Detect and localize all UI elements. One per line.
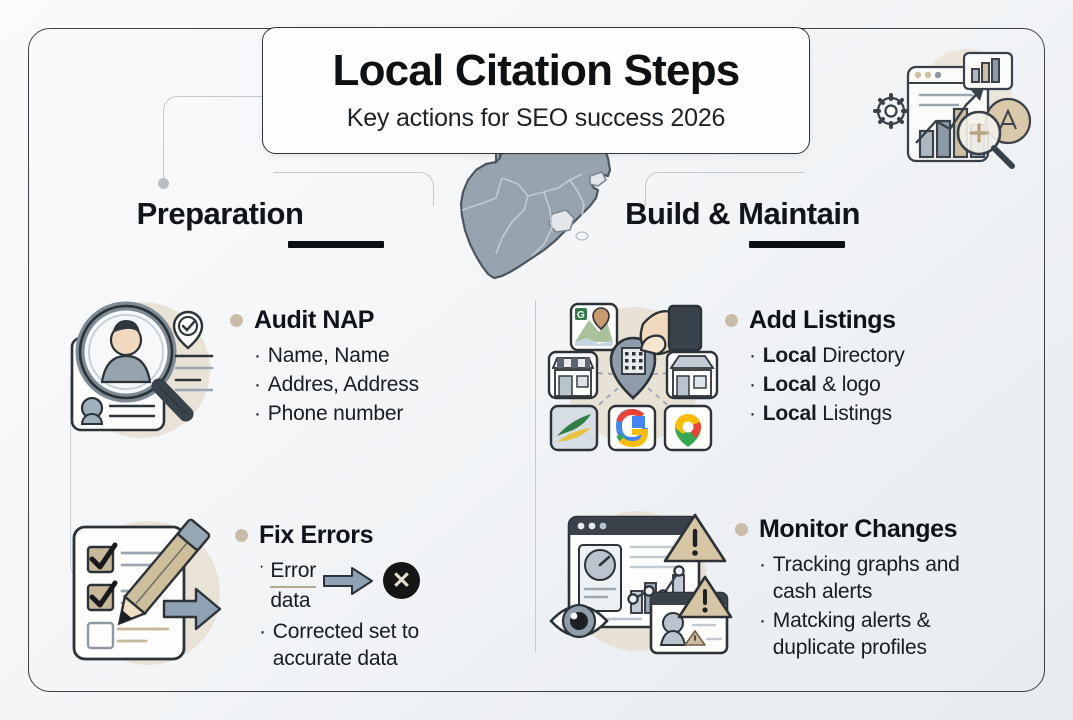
- list-item: · Matcking alerts & duplicate profiles: [759, 608, 973, 662]
- item-monitor-changes: Monitor Changes · Tracking graphs and ca…: [545, 499, 1045, 664]
- column-preparation: Preparation: [60, 196, 530, 680]
- bullet-list-audit-nap: · Name, Name · Addres, Address · Phone n…: [230, 343, 419, 428]
- bullet-text-strong: Local: [762, 344, 817, 367]
- bullet-text: Listings: [816, 401, 892, 425]
- bullet-text: Addres, Address: [267, 372, 419, 396]
- item-audit-nap: Audit NAP · Name, Name · Addres, Address…: [60, 290, 530, 455]
- page-subtitle: Key actions for SEO success 2026: [346, 103, 726, 132]
- item-title-add-listings: Add Listings: [749, 306, 896, 334]
- bullet-text: & logo: [816, 372, 881, 396]
- bullet-text: Name, Name: [267, 344, 390, 367]
- bullet-text-strong: Local: [762, 372, 817, 396]
- bullet-glyph: ·: [749, 372, 756, 396]
- page-title: Local Citation Steps: [332, 46, 741, 96]
- bullet-text: Corrected set to accurate data: [272, 619, 419, 670]
- bullet-text-error: Error: [270, 558, 316, 588]
- bullet-list-fix-errors: · Error data ✕: [235, 558, 483, 673]
- bullet-text: Tracking graphs and cash alerts: [772, 553, 960, 603]
- id-card-magnifier-icon: [60, 290, 230, 455]
- bullet-glyph: ·: [254, 344, 261, 367]
- error-x-icon: ✕: [383, 562, 420, 599]
- connector-heading-build: [645, 172, 805, 206]
- item-audit-nap-text: Audit NAP · Name, Name · Addres, Address…: [230, 290, 419, 428]
- bullet-glyph: ·: [259, 619, 266, 643]
- list-item: · Error data ✕: [259, 558, 483, 615]
- connector-endpoint-dot: [158, 178, 169, 189]
- bullet-text-data: data: [270, 588, 311, 612]
- item-monitor-changes-text: Monitor Changes · Tracking graphs and ca…: [735, 499, 973, 662]
- bullet-glyph: ·: [254, 401, 261, 425]
- list-item: · Tracking graphs and cash alerts: [759, 552, 973, 606]
- svg-text:G: G: [577, 310, 585, 321]
- item-title-monitor-changes: Monitor Changes: [759, 515, 958, 543]
- analytics-growth-icon: [866, 33, 1046, 173]
- hand-map-pin-listings-icon: G: [545, 290, 725, 455]
- error-transform-indicator: ✕: [322, 562, 420, 599]
- column-build-maintain: Build & Maintain G: [545, 196, 1045, 664]
- item-add-listings-text: Add Listings · Local Directory · Local &…: [725, 290, 905, 428]
- item-title-audit-nap: Audit NAP: [254, 306, 374, 334]
- column-divider: [535, 300, 537, 652]
- list-item: · Addres, Address: [254, 372, 419, 399]
- bullet-text-strong: Local: [762, 401, 817, 425]
- bullet-glyph: ·: [759, 553, 766, 576]
- list-item: · Local & logo: [749, 372, 905, 399]
- bullet-glyph: ·: [749, 401, 756, 425]
- heading-build-maintain: Build & Maintain: [625, 196, 860, 231]
- bullet-list-monitor-changes: · Tracking graphs and cash alerts · Matc…: [735, 552, 973, 662]
- dashboard-eye-alerts-icon: [545, 499, 735, 664]
- list-item: · Phone number: [254, 401, 419, 428]
- connector-heading-preparation: [274, 172, 434, 206]
- item-fix-errors: Fix Errors · Error data: [60, 505, 530, 680]
- list-item: · Name, Name: [254, 343, 419, 370]
- list-item: · Corrected set to accurate data: [259, 619, 483, 673]
- bullet-list-add-listings: · Local Directory · Local & logo · Local…: [725, 343, 905, 428]
- bullet-dot-icon: [725, 314, 738, 327]
- bullet-glyph: ·: [259, 558, 265, 575]
- item-title-fix-errors: Fix Errors: [259, 521, 374, 549]
- checklist-pencil-arrow-icon: [60, 505, 235, 680]
- bullet-glyph: ·: [759, 608, 766, 632]
- bullet-text: Matcking alerts & duplicate profiles: [772, 608, 931, 659]
- connector-title-left: [163, 96, 273, 182]
- heading-rule-preparation: [288, 241, 384, 248]
- bullet-text: Phone number: [267, 401, 404, 425]
- heading-rule-build-maintain: [749, 241, 845, 248]
- item-fix-errors-text: Fix Errors · Error data: [235, 505, 483, 673]
- list-item: · Local Listings: [749, 401, 905, 428]
- item-add-listings: G: [545, 290, 1045, 455]
- bullet-dot-icon: [230, 314, 243, 327]
- right-arrow-icon: [323, 566, 373, 595]
- bullet-glyph: ·: [254, 372, 261, 396]
- list-item: · Local Directory: [749, 343, 905, 370]
- bullet-dot-icon: [735, 523, 748, 536]
- south-africa-map-icon: [432, 118, 647, 308]
- heading-preparation: Preparation: [136, 196, 304, 231]
- bullet-dot-icon: [235, 529, 248, 542]
- title-card: Local Citation Steps Key actions for SEO…: [262, 27, 810, 154]
- bullet-text: Directory: [816, 344, 905, 367]
- bullet-glyph: ·: [749, 344, 756, 367]
